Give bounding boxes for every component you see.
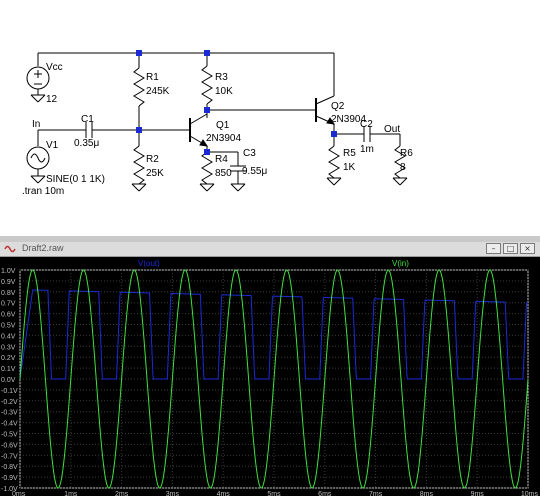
- r5-value-label: 1K: [343, 162, 356, 173]
- y-tick-label: 0.9V: [1, 279, 16, 286]
- r2-label: R2: [146, 154, 159, 165]
- schematic-svg[interactable]: Vcc 12 In V1 SINE(0 1 1K) .tran 10m C1 0…: [0, 0, 540, 236]
- x-tick-label: 7ms: [369, 491, 383, 496]
- r3-value-label: 10K: [215, 86, 233, 97]
- y-tick-label: -0.8V: [1, 464, 18, 471]
- x-tick-label: 3ms: [166, 491, 180, 496]
- r4-label: R4: [215, 154, 228, 165]
- q2-model-label: 2N3904: [331, 114, 366, 125]
- waveform-titlebar[interactable]: Draft2.raw – □ ×: [0, 242, 540, 257]
- minimize-button[interactable]: –: [486, 243, 501, 254]
- y-tick-label: 0.4V: [1, 333, 16, 340]
- r4-value-label: 850: [215, 168, 232, 179]
- x-axis-ticks: 0ms 1ms 2ms 3ms 4ms 5ms 6ms 7ms 8ms 9ms 10ms: [12, 491, 538, 496]
- y-tick-label: -0.2V: [1, 399, 18, 406]
- window-title: Draft2.raw: [22, 243, 64, 253]
- r1-label: R1: [146, 72, 159, 83]
- r2-value-label: 25K: [146, 168, 164, 179]
- waveform-plot[interactable]: 1.0V 0.9V 0.8V 0.7V 0.6V 0.5V 0.4V 0.3V 0.2V 0.1V…: [0, 256, 540, 496]
- out-net-label: Out: [384, 124, 400, 135]
- tran-directive: .tran 10m: [22, 186, 64, 197]
- c1-value-label: 0.35μ: [74, 138, 99, 149]
- y-tick-label: -0.7V: [1, 453, 18, 460]
- y-tick-label: 0.7V: [1, 301, 16, 308]
- r6-value-label: 8: [400, 162, 406, 173]
- y-tick-label: 1.0V: [1, 268, 16, 275]
- y-tick-label: -0.3V: [1, 410, 18, 417]
- x-tick-label: 6ms: [318, 491, 332, 496]
- vout-trace[interactable]: [19, 289, 529, 380]
- x-tick-label: 1ms: [64, 491, 78, 496]
- y-tick-label: 0.1V: [1, 366, 16, 373]
- y-tick-label: 0.0V: [1, 377, 16, 384]
- vout-trace-label[interactable]: V(out): [138, 259, 160, 268]
- y-axis-ticks: 1.0V 0.9V 0.8V 0.7V 0.6V 0.5V 0.4V 0.3V 0.2V 0.1V…: [1, 268, 18, 493]
- y-tick-label: -0.6V: [1, 442, 18, 449]
- r5-label: R5: [343, 148, 356, 159]
- q2-label: Q2: [331, 101, 345, 112]
- c3-value-label: 9.55μ: [242, 166, 267, 177]
- x-tick-label: 4ms: [217, 491, 231, 496]
- r1-value-label: 245K: [146, 86, 170, 97]
- c2-value-label: 1m: [360, 144, 374, 155]
- y-tick-label: 0.2V: [1, 355, 16, 362]
- x-tick-label: 8ms: [420, 491, 434, 496]
- schematic-canvas[interactable]: Vcc 12 In V1 SINE(0 1 1K) .tran 10m C1 0…: [0, 0, 540, 236]
- in-net-label: In: [32, 119, 40, 130]
- waveform-window[interactable]: Draft2.raw – □ × 1.0V 0.9V 0.8V 0.7V 0.6V 0.5…: [0, 242, 540, 496]
- y-tick-label: 0.8V: [1, 290, 16, 297]
- r3-label: R3: [215, 72, 228, 83]
- x-tick-label: 5ms: [267, 491, 281, 496]
- y-tick-label: -1.0V: [1, 486, 18, 493]
- vin-trace-label[interactable]: V(in): [392, 259, 409, 268]
- vcc-value-label: 12: [46, 94, 58, 105]
- y-tick-label: 0.5V: [1, 323, 16, 330]
- vcc-label: Vcc: [46, 62, 63, 73]
- c2-label: C2: [360, 119, 373, 130]
- y-tick-label: -0.5V: [1, 432, 18, 439]
- close-button[interactable]: ×: [520, 243, 535, 254]
- window-separator: [0, 236, 540, 242]
- q1-model-label: 2N3904: [206, 133, 241, 144]
- v1-value-label: SINE(0 1 1K): [46, 174, 105, 185]
- x-tick-label: 10ms: [521, 491, 539, 496]
- x-tick-label: 9ms: [471, 491, 485, 496]
- restore-button[interactable]: □: [503, 243, 518, 254]
- r6-label: R6: [400, 148, 413, 159]
- waveform-app-icon: [4, 245, 16, 253]
- x-tick-label: 2ms: [115, 491, 129, 496]
- q1-label: Q1: [216, 120, 230, 131]
- c1-label: C1: [81, 114, 94, 125]
- y-tick-label: -0.1V: [1, 388, 18, 395]
- y-tick-label: -0.9V: [1, 475, 18, 482]
- c3-label: C3: [243, 148, 256, 159]
- y-tick-label: -0.4V: [1, 421, 18, 428]
- y-tick-label: 0.3V: [1, 344, 16, 351]
- vin-trace[interactable]: [19, 269, 529, 489]
- x-tick-label: 0ms: [12, 491, 26, 496]
- y-tick-label: 0.6V: [1, 312, 16, 319]
- v1-label: V1: [46, 140, 59, 151]
